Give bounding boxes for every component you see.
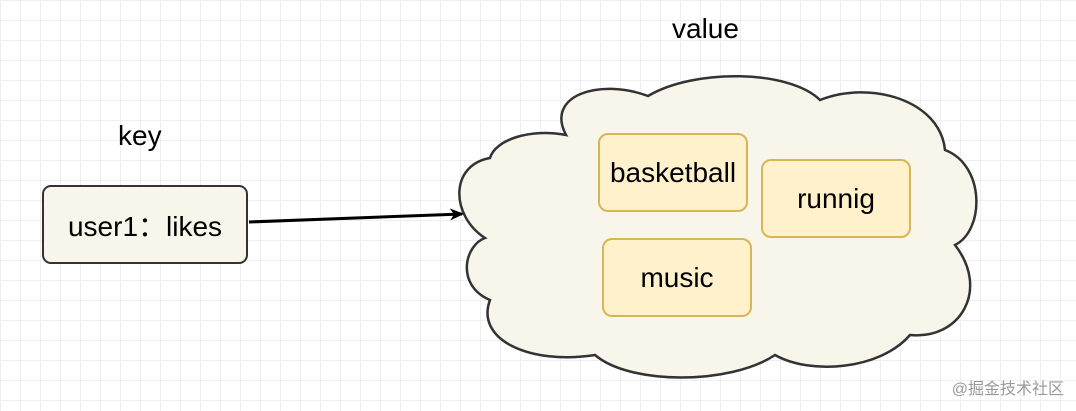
value-item-runnig: runnig bbox=[761, 159, 911, 238]
watermark: @掘金技术社区 bbox=[951, 381, 1064, 398]
key-to-value-arrow bbox=[248, 208, 464, 224]
key-label: key bbox=[118, 120, 162, 151]
value-item-basketball: basketball bbox=[598, 133, 748, 212]
value-cloud bbox=[458, 75, 978, 379]
value-label: value bbox=[672, 13, 739, 44]
key-node: user1：likes bbox=[42, 185, 248, 264]
value-item-music: music bbox=[602, 238, 752, 317]
